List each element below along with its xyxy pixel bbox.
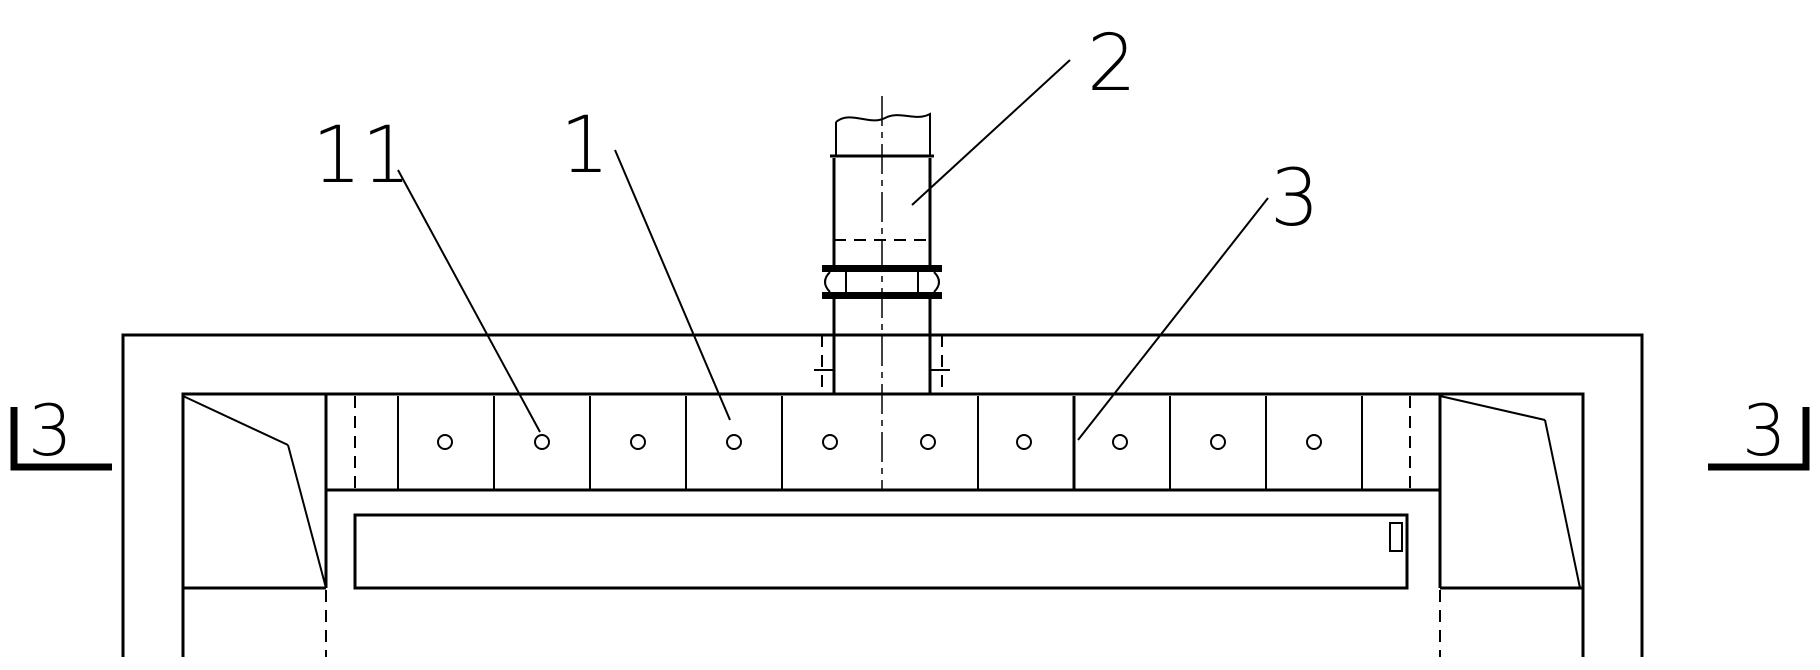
section-label-right: 3 <box>1742 390 1787 472</box>
right-end-block <box>1439 395 1584 657</box>
section-label-left: 3 <box>28 390 73 472</box>
inner-cavity <box>181 392 1585 657</box>
label-11: 11 <box>312 111 411 201</box>
leader-3 <box>1077 197 1269 441</box>
leader-11 <box>397 169 541 433</box>
lower-slot <box>353 513 1409 590</box>
label-2: 2 <box>1087 19 1137 109</box>
nozzle-holes <box>437 434 1322 450</box>
section-marker-left: 3 <box>10 390 112 472</box>
left-end-block <box>182 395 327 657</box>
label-3: 3 <box>1270 154 1320 244</box>
outer-frame <box>121 333 1644 657</box>
leader-1 <box>614 149 731 421</box>
nozzle-dividers <box>397 396 1363 490</box>
leader-2 <box>911 59 1071 206</box>
slot-marker <box>1389 522 1403 552</box>
section-marker-right: 3 <box>1708 390 1810 472</box>
label-1: 1 <box>560 101 610 191</box>
